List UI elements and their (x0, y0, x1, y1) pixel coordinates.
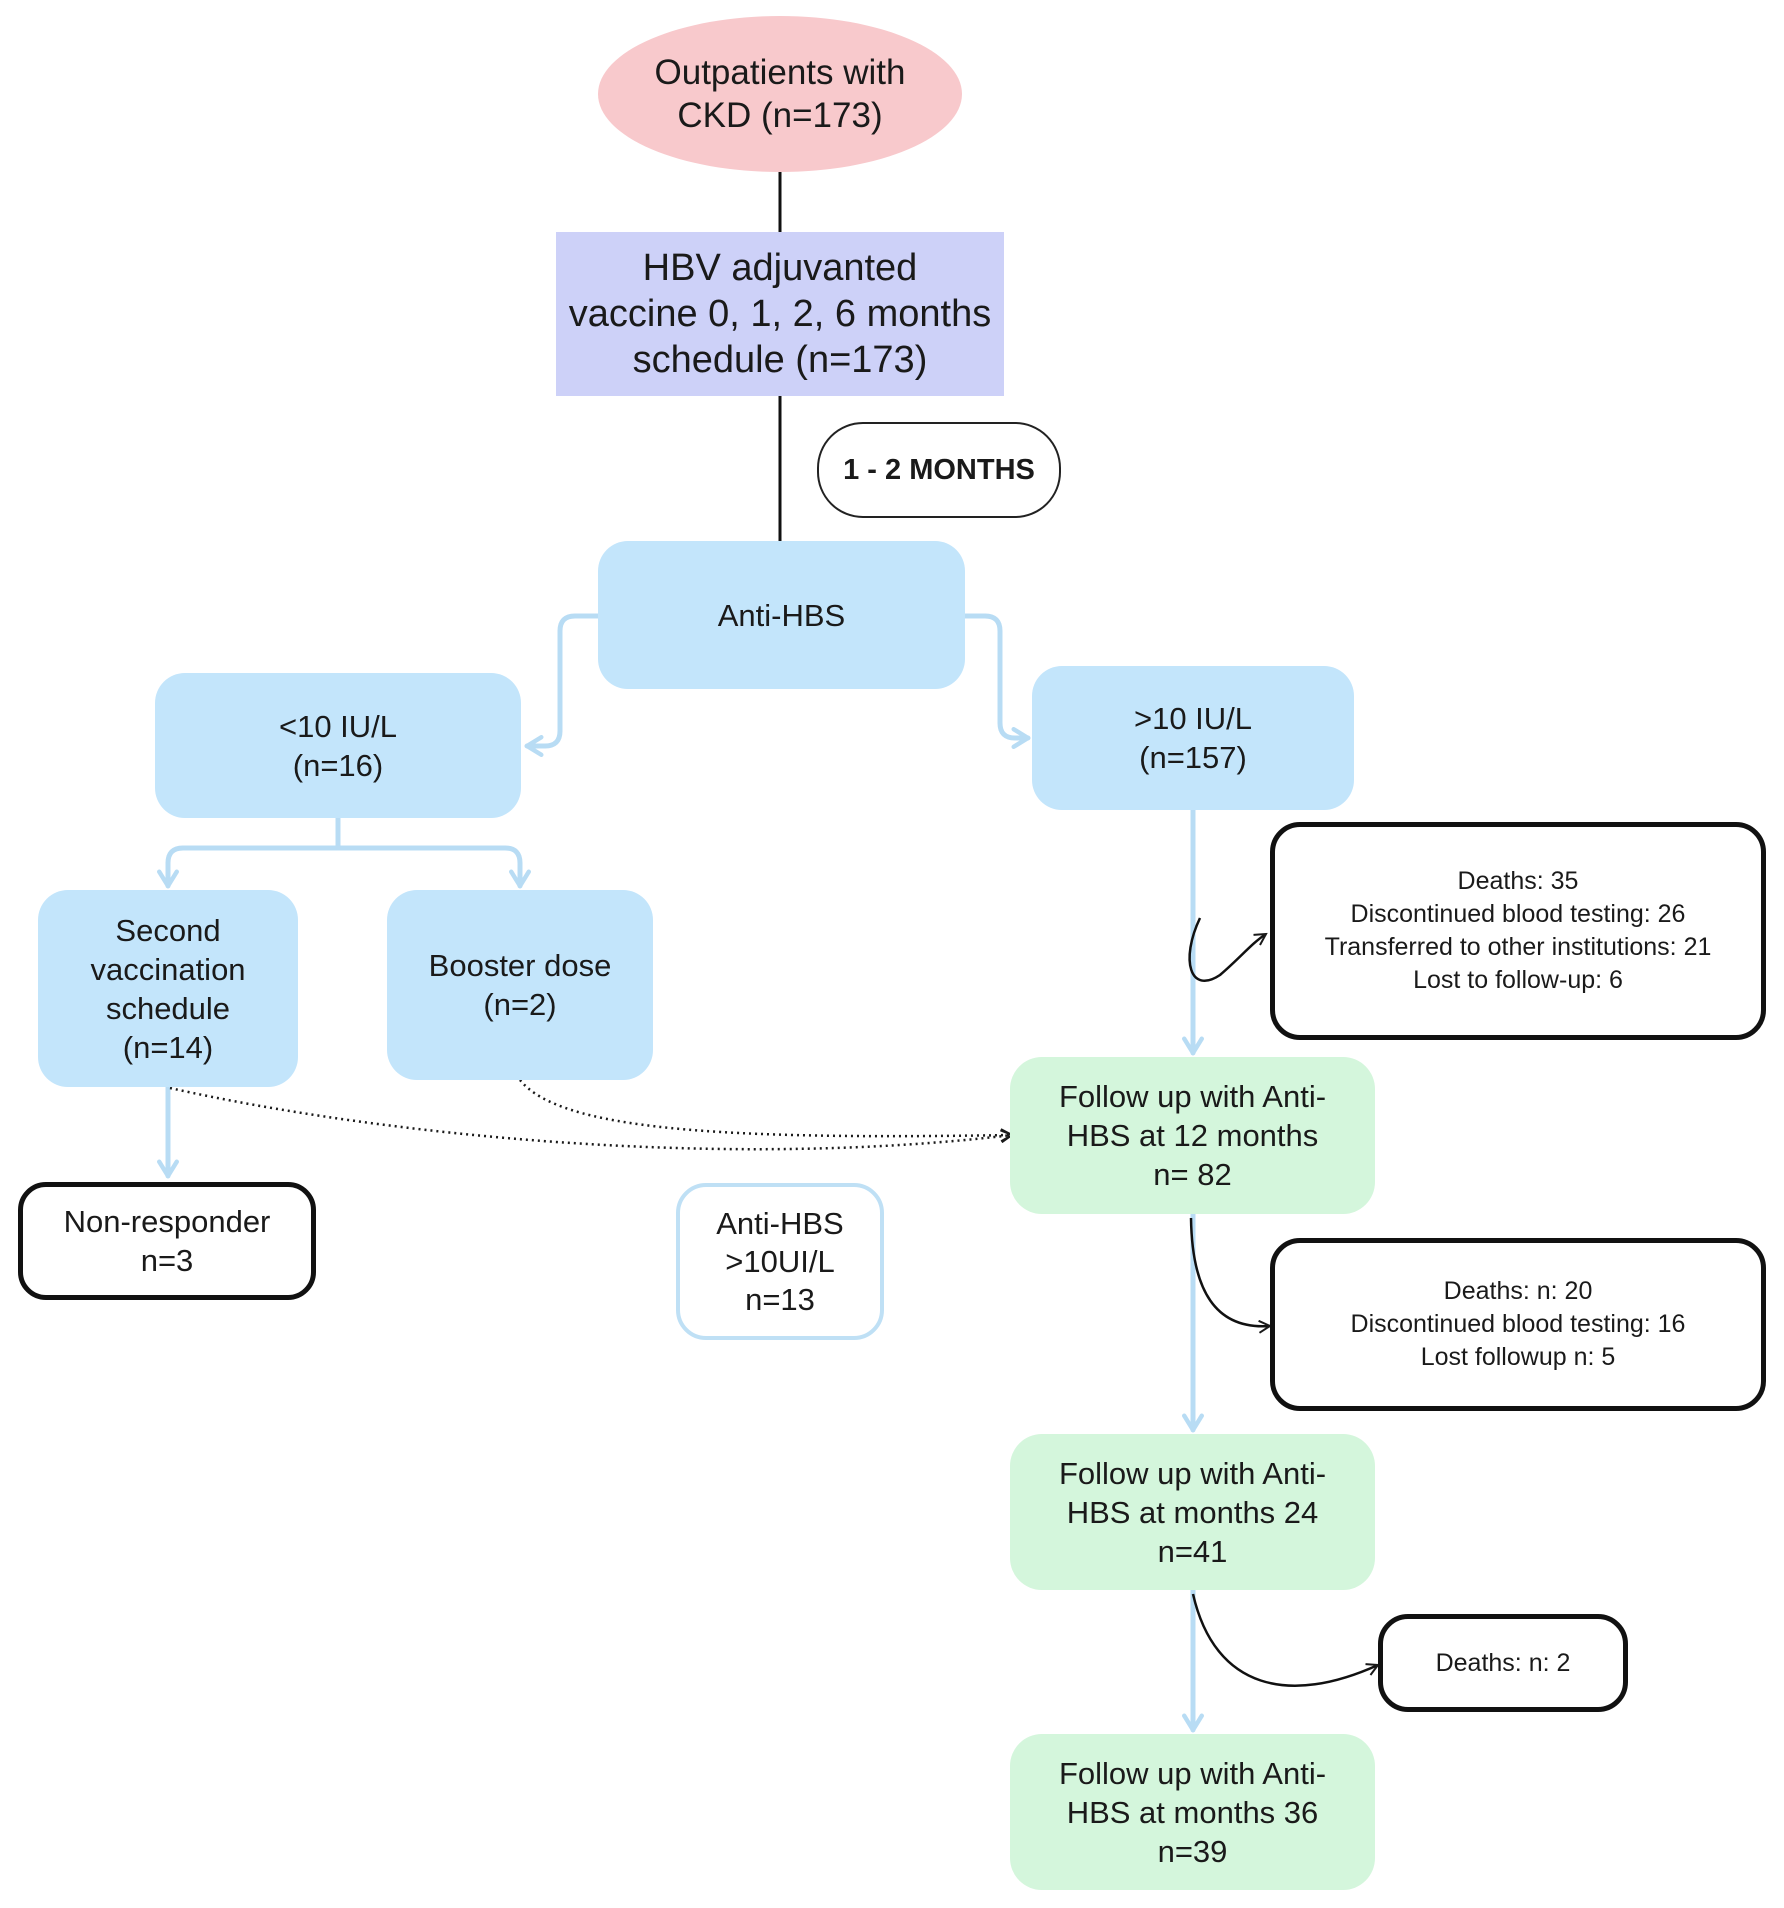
exclusions-1-line-2: Discontinued blood testing: 26 (1350, 900, 1686, 928)
interval-label: 1 - 2 MONTHS (817, 422, 1061, 518)
high-titer-box: >10 IU/L (n=157) (1032, 666, 1354, 810)
exclusions-box-2: Deaths: n: 20 Discontinued blood testing… (1270, 1238, 1766, 1411)
non-responder-line-1: Non-responder (63, 1204, 271, 1239)
followup-24-box: Follow up with Anti- HBS at months 24 n=… (1010, 1434, 1375, 1590)
second-schedule-box: Second vaccination schedule (n=14) (38, 890, 298, 1087)
anti-hbs-text: Anti-HBS (717, 597, 846, 633)
followup-24-line-3: n=41 (1157, 1533, 1228, 1569)
followup-36-line-3: n=39 (1157, 1833, 1228, 1869)
arrow-antihbs-high (962, 613, 1031, 749)
arrow-to-exclusions-1 (1188, 917, 1266, 982)
booster-box: Booster dose (n=2) (387, 890, 653, 1080)
high-titer-line-2: (n=157) (1139, 740, 1247, 775)
second-schedule-line-2: vaccination (90, 951, 246, 987)
low-titer-line-2: (n=16) (292, 747, 384, 783)
high-titer-line-1: >10 IU/L (1133, 701, 1253, 736)
dotted-booster-to-followup12 (519, 1079, 1012, 1136)
exclusions-2-line-2: Discontinued blood testing: 16 (1350, 1310, 1686, 1338)
dotted-second-to-followup12 (169, 1086, 1012, 1151)
outpatients-line-1: Outpatients with (654, 53, 906, 92)
followup-12-line-1: Follow up with Anti- (1058, 1079, 1327, 1114)
followup-36-line-2: HBS at months 36 (1066, 1794, 1319, 1830)
arrow-low-second (157, 845, 341, 889)
booster-line-1: Booster dose (428, 948, 612, 983)
vaccine-line-2: vaccine 0, 1, 2, 6 months (568, 293, 992, 335)
exclusions-2-line-3: Lost followup n: 5 (1420, 1343, 1616, 1371)
arrow-antihbs-low (524, 613, 601, 757)
exclusions-box-1: Deaths: 35 Discontinued blood testing: 2… (1270, 822, 1766, 1040)
arrow-low-booster (335, 845, 531, 889)
followup-36-box: Follow up with Anti- HBS at months 36 n=… (1010, 1734, 1375, 1890)
responders-line-1: Anti-HBS (716, 1205, 844, 1241)
outpatients-oval: Outpatients with CKD (n=173) (598, 16, 962, 172)
responders-line-3: n=13 (745, 1281, 815, 1317)
anti-hbs-box: Anti-HBS (598, 541, 965, 689)
booster-line-2: (n=2) (483, 987, 557, 1022)
second-schedule-line-4: (n=14) (122, 1029, 214, 1065)
low-titer-line-1: <10 IU/L (278, 708, 398, 744)
second-schedule-line-1: Second (115, 912, 221, 948)
followup-12-line-2: HBS at 12 months (1066, 1118, 1319, 1153)
exclusions-box-3: Deaths: n: 2 (1378, 1614, 1628, 1712)
outpatients-line-2: CKD (n=173) (677, 96, 883, 135)
responders-line-2: >10UI/L (725, 1243, 835, 1279)
followup-36-line-1: Follow up with Anti- (1058, 1755, 1327, 1791)
interval-text: 1 - 2 MONTHS (843, 453, 1035, 486)
low-titer-box: <10 IU/L (n=16) (155, 673, 521, 818)
arrow-to-exclusions-3 (1191, 1593, 1378, 1687)
followup-24-line-1: Follow up with Anti- (1058, 1455, 1327, 1491)
non-responder-line-2: n=3 (140, 1243, 194, 1278)
followup-12-box: Follow up with Anti- HBS at 12 months n=… (1010, 1057, 1375, 1214)
exclusions-1-line-1: Deaths: 35 (1457, 867, 1579, 895)
exclusions-1-line-3: Transferred to other institutions: 21 (1324, 933, 1712, 961)
exclusions-2-line-1: Deaths: n: 20 (1443, 1277, 1593, 1305)
arrow-to-exclusions-2 (1189, 1217, 1270, 1326)
responders-box: Anti-HBS >10UI/L n=13 (676, 1183, 884, 1340)
exclusions-3-text: Deaths: n: 2 (1435, 1648, 1571, 1677)
vaccine-line-3: schedule (n=173) (632, 339, 928, 381)
second-schedule-line-3: schedule (105, 990, 231, 1026)
followup-24-line-2: HBS at months 24 (1066, 1494, 1319, 1530)
vaccine-box: HBV adjuvanted vaccine 0, 1, 2, 6 months… (556, 232, 1004, 396)
followup-12-line-3: n= 82 (1153, 1157, 1232, 1192)
vaccine-line-1: HBV adjuvanted (642, 247, 918, 289)
exclusions-1-line-4: Lost to follow-up: 6 (1413, 966, 1623, 994)
non-responder-box: Non-responder n=3 (18, 1182, 316, 1300)
